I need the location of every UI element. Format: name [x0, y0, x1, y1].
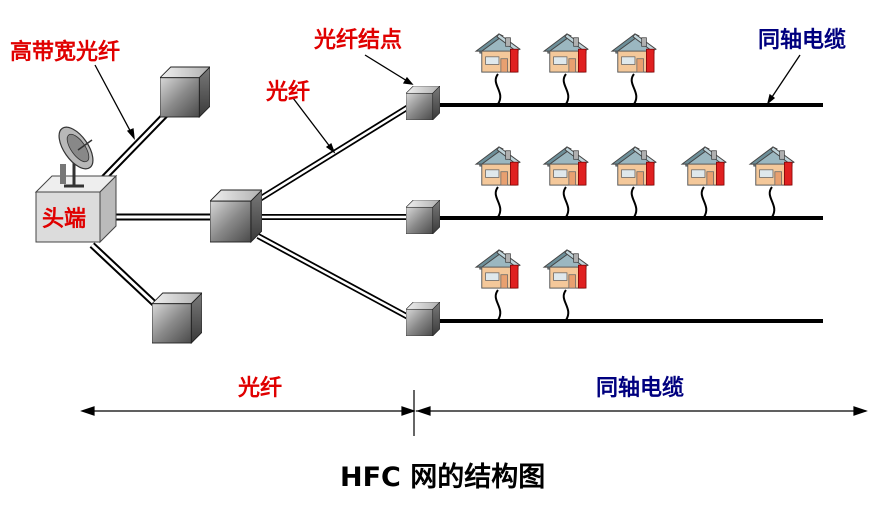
- house-icon: [681, 145, 727, 187]
- fiber-node-1: [406, 86, 440, 120]
- house-icon: [749, 145, 795, 187]
- leader-fiber: [292, 97, 335, 153]
- label-fiber-bottom: 光纤: [237, 375, 282, 401]
- satellite-dish-icon: [58, 126, 94, 188]
- house-icon: [475, 32, 521, 74]
- fiber-trunks: [89, 103, 412, 321]
- callout-lines: [94, 54, 801, 154]
- label-headend: 头端: [42, 207, 86, 232]
- leader-coax: [767, 54, 801, 104]
- diagram-title: HFC 网的结构图: [340, 461, 545, 493]
- hub-cube-middle: [210, 189, 262, 243]
- house-row-3: [475, 248, 589, 321]
- house-row-1: [475, 32, 657, 105]
- house-icon: [543, 145, 589, 187]
- house-icon: [543, 32, 589, 74]
- fiber-node-2: [406, 200, 440, 234]
- fiber-branch-1: [256, 103, 412, 203]
- label-coax-top: 同轴电缆: [758, 27, 846, 53]
- fiber-trunk-up: [97, 109, 171, 185]
- hub-cube-top: [160, 66, 210, 118]
- house-icon: [611, 145, 657, 187]
- fiber-node-3: [406, 302, 440, 336]
- label-coax-bottom: 同轴电缆: [596, 375, 684, 401]
- label-fiber-top: 光纤: [265, 79, 310, 105]
- leader-fiber-node: [364, 54, 413, 85]
- label-broadband-fiber: 高带宽光纤: [10, 39, 120, 65]
- houses: [475, 32, 795, 321]
- hub-cube-bottom: [152, 292, 202, 344]
- house-icon: [475, 248, 521, 290]
- headend-icon: [34, 126, 118, 244]
- house-row-2: [475, 145, 795, 218]
- house-icon: [475, 145, 521, 187]
- label-fiber-node: 光纤结点: [313, 27, 402, 53]
- leader-broadband-fiber: [94, 64, 135, 139]
- fiber-branch-3: [256, 233, 412, 321]
- dimension-arrows: [80, 390, 868, 436]
- house-icon: [543, 248, 589, 290]
- house-icon: [611, 32, 657, 74]
- fiber-trunk-down: [89, 242, 161, 310]
- coax-lines: [435, 103, 823, 323]
